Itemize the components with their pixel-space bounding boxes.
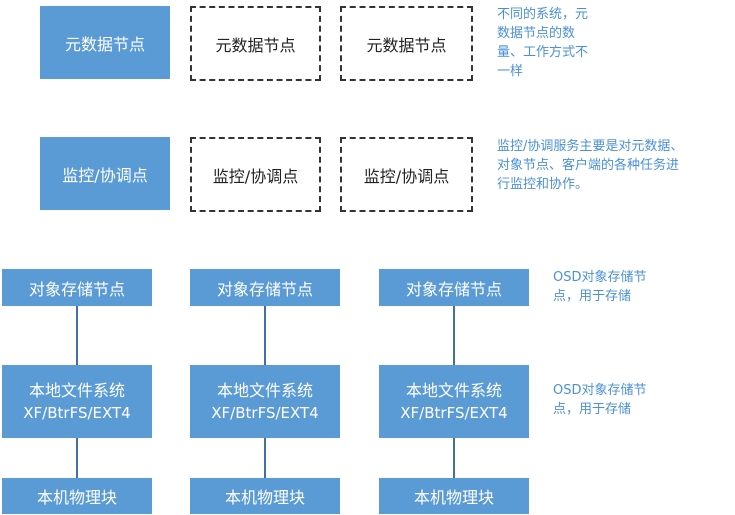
local-filesystem-node: 本地文件系统 XF/BtrFS/EXT4 [190, 365, 340, 438]
note-line: 点，用于存储 [553, 289, 632, 304]
note-line: 一样 [497, 64, 524, 79]
note-line: 量、工作方式不 [497, 45, 589, 60]
connector-line [76, 437, 78, 479]
filesystem-types: XF/BtrFS/EXT4 [400, 403, 508, 422]
physical-block-node: 本机物理块 [190, 478, 340, 514]
physical-block-node: 本机物理块 [379, 478, 529, 514]
filesystem-label: 本地文件系统 [216, 380, 313, 400]
filesystem-label: 本地文件系统 [28, 380, 125, 400]
monitor-note: 监控/协调服务主要是对元数据、 对象节点、客户端的各种任务进 行监控和协作。 [497, 137, 683, 194]
monitor-node-dashed: 监控/协调点 [190, 137, 321, 212]
monitor-node-dashed: 监控/协调点 [340, 137, 473, 212]
connector-line [453, 437, 455, 479]
monitor-node: 监控/协调点 [40, 137, 170, 210]
osd-note: OSD对象存储节 点，用于存储 [553, 268, 647, 306]
filesystem-types: XF/BtrFS/EXT4 [211, 403, 319, 422]
metadata-node: 元数据节点 [40, 6, 170, 79]
note-line: 不同的系统，元 [497, 7, 589, 22]
metadata-node-dashed: 元数据节点 [190, 6, 321, 81]
filesystem-types: XF/BtrFS/EXT4 [23, 403, 131, 422]
local-filesystem-node: 本地文件系统 XF/BtrFS/EXT4 [2, 365, 152, 438]
connector-line [264, 305, 266, 365]
note-line: 行监控和协作。 [497, 177, 589, 192]
object-storage-node: 对象存储节点 [379, 269, 529, 306]
metadata-node-dashed: 元数据节点 [340, 6, 473, 81]
local-filesystem-node: 本地文件系统 XF/BtrFS/EXT4 [379, 365, 529, 438]
object-storage-node: 对象存储节点 [190, 269, 340, 306]
note-line: OSD对象存储节 [553, 270, 647, 285]
note-line: 监控/协调服务主要是对元数据、 [497, 139, 684, 154]
object-storage-node: 对象存储节点 [2, 269, 152, 306]
connector-line [76, 305, 78, 365]
note-line: 数据节点的数 [497, 26, 576, 41]
physical-block-node: 本机物理块 [2, 478, 152, 514]
osd-note: OSD对象存储节 点，用于存储 [553, 381, 647, 419]
note-line: 点，用于存储 [553, 402, 632, 417]
note-line: OSD对象存储节 [553, 383, 647, 398]
metadata-note: 不同的系统，元 数据节点的数 量、工作方式不 一样 [497, 5, 588, 81]
connector-line [453, 305, 455, 365]
connector-line [264, 437, 266, 479]
filesystem-label: 本地文件系统 [405, 380, 502, 400]
note-line: 对象节点、客户端的各种任务进 [497, 158, 680, 173]
